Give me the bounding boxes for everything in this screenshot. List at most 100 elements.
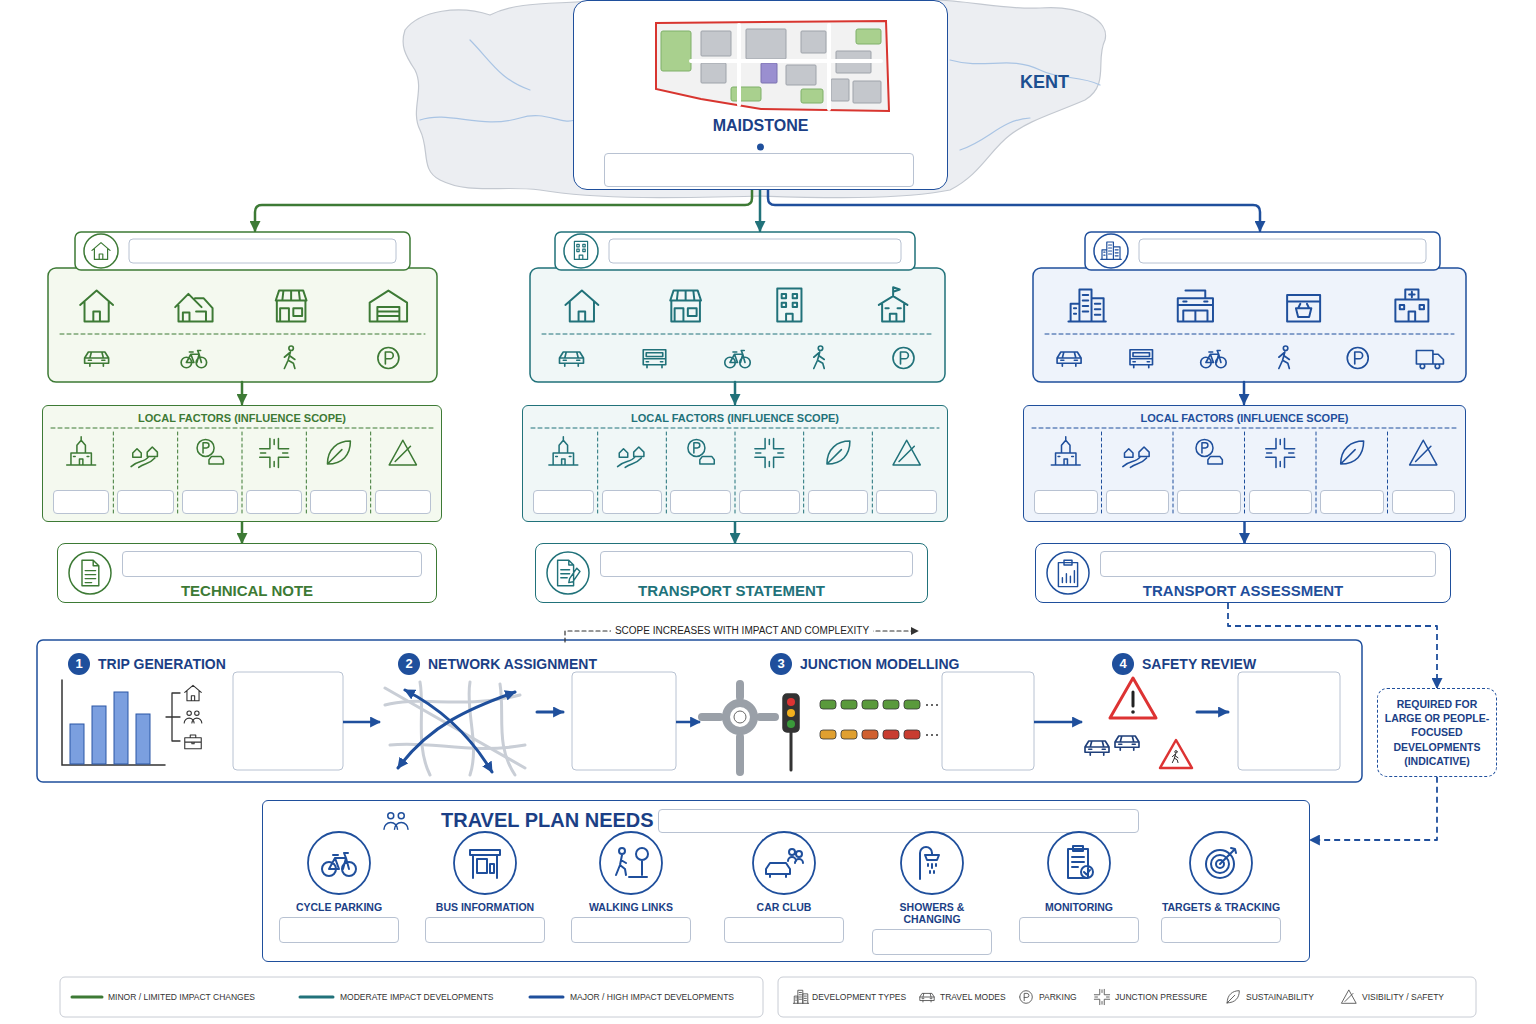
report-box: TECHNICAL NOTE	[57, 543, 437, 603]
site-plan	[656, 21, 889, 111]
legend-line	[530, 996, 563, 999]
icon-badge	[84, 234, 118, 268]
icon	[1206, 848, 1236, 878]
travel-item: WALKING LINKS	[571, 831, 691, 959]
input-field	[1106, 490, 1170, 514]
legend-line	[72, 996, 102, 999]
road-network	[469, 682, 474, 775]
signal-lamp	[787, 698, 795, 706]
queue-dots	[931, 734, 933, 736]
input-field	[122, 551, 422, 577]
cell-divider	[306, 432, 307, 515]
green-space	[856, 29, 881, 44]
cell-divider	[1316, 432, 1317, 515]
input-field	[1100, 551, 1436, 577]
icon	[1416, 351, 1443, 369]
input-field	[1019, 917, 1139, 943]
travel-item: TARGETS & TRACKING	[1161, 831, 1281, 959]
icon	[1279, 346, 1290, 369]
river	[420, 116, 575, 122]
building	[831, 79, 849, 101]
connector	[241, 522, 244, 543]
step-arrow	[1197, 711, 1228, 714]
road-network	[385, 688, 525, 768]
icon	[197, 439, 223, 464]
icon-badge	[1047, 552, 1089, 594]
icon	[1057, 352, 1081, 366]
icon	[1130, 350, 1153, 368]
travel-item: CYCLE PARKING	[279, 831, 399, 959]
legend-text: PARKING	[1039, 991, 1077, 1003]
travel-item: CAR CLUB	[724, 831, 844, 959]
header-tab	[75, 232, 410, 270]
branch-arrow	[255, 190, 752, 231]
icon	[1051, 437, 1080, 465]
icon	[82, 560, 99, 586]
location-dot	[757, 144, 764, 151]
factors-box: LOCAL FACTORS (INFLUENCE SCOPE)	[522, 405, 948, 522]
warning-mark	[1132, 692, 1135, 706]
queue-dots	[926, 734, 928, 736]
input-field	[739, 490, 800, 514]
green-space	[801, 89, 823, 103]
icon	[1395, 290, 1428, 322]
icon	[1058, 560, 1077, 586]
input-field	[117, 490, 173, 514]
county-map	[403, 0, 1106, 198]
process-step: 3JUNCTION MODELLING	[700, 645, 1034, 778]
cell-divider	[597, 432, 598, 515]
result-field	[942, 672, 1034, 770]
street	[691, 25, 881, 109]
node-text: LOCAL FACTORS (INFLUENCE SCOPE)	[523, 412, 947, 424]
building	[786, 65, 816, 85]
node-text: LOCAL FACTORS (INFLUENCE SCOPE)	[43, 412, 441, 424]
building	[853, 81, 881, 103]
map-label: SCOPE INCREASES WITH IMPACT AND COMPLEXI…	[611, 624, 873, 638]
icon-circle	[1048, 832, 1110, 894]
types-box	[530, 268, 945, 382]
input-field	[1320, 490, 1384, 514]
queue-dots	[936, 704, 938, 706]
node-text: MAIDSTONE	[574, 117, 947, 135]
icon	[131, 447, 157, 467]
icon	[725, 351, 751, 368]
roundabout	[726, 703, 754, 731]
branch-lines	[166, 693, 180, 741]
queue-dots	[936, 734, 938, 736]
icon	[322, 853, 356, 876]
queued-car	[841, 700, 857, 709]
connector	[1034, 721, 1082, 724]
types-box	[1033, 268, 1466, 382]
cell-divider	[872, 432, 873, 515]
icon	[1115, 736, 1139, 750]
chart-bar	[92, 706, 106, 764]
node-text: TECHNICAL NOTE	[58, 582, 436, 599]
callout-box: REQUIRED FOR LARGE OR PEOPLE-FOCUSED DEV…	[1377, 688, 1497, 777]
flow-arrow	[241, 382, 244, 404]
divider	[1045, 334, 1454, 335]
connector	[1243, 522, 1246, 543]
icon	[276, 291, 307, 322]
flow-arrow	[405, 690, 492, 772]
legend-box	[778, 977, 1476, 1017]
legend-box	[60, 977, 763, 1017]
icon	[1342, 990, 1356, 1003]
signal-lamp	[787, 720, 795, 728]
icon	[618, 447, 644, 467]
icon-badge	[1094, 234, 1128, 268]
divider	[51, 428, 433, 429]
result-field	[1238, 672, 1340, 770]
site-boundary	[656, 21, 889, 111]
branch-arrow	[759, 190, 762, 231]
node-text: CAR CLUB	[724, 901, 844, 913]
divider	[542, 334, 933, 335]
icon	[181, 351, 207, 368]
node-text: REQUIRED FOR LARGE OR PEOPLE-FOCUSED DEV…	[1383, 697, 1491, 768]
legend-text: MODERATE IMPACT DEVELOPMENTS	[340, 991, 494, 1003]
input-field	[724, 917, 844, 943]
icon	[1101, 242, 1121, 259]
icon	[185, 685, 202, 700]
road-network	[420, 682, 430, 775]
node-text: WALKING LINKS	[571, 901, 691, 913]
pedestrian-sign	[1160, 740, 1192, 768]
